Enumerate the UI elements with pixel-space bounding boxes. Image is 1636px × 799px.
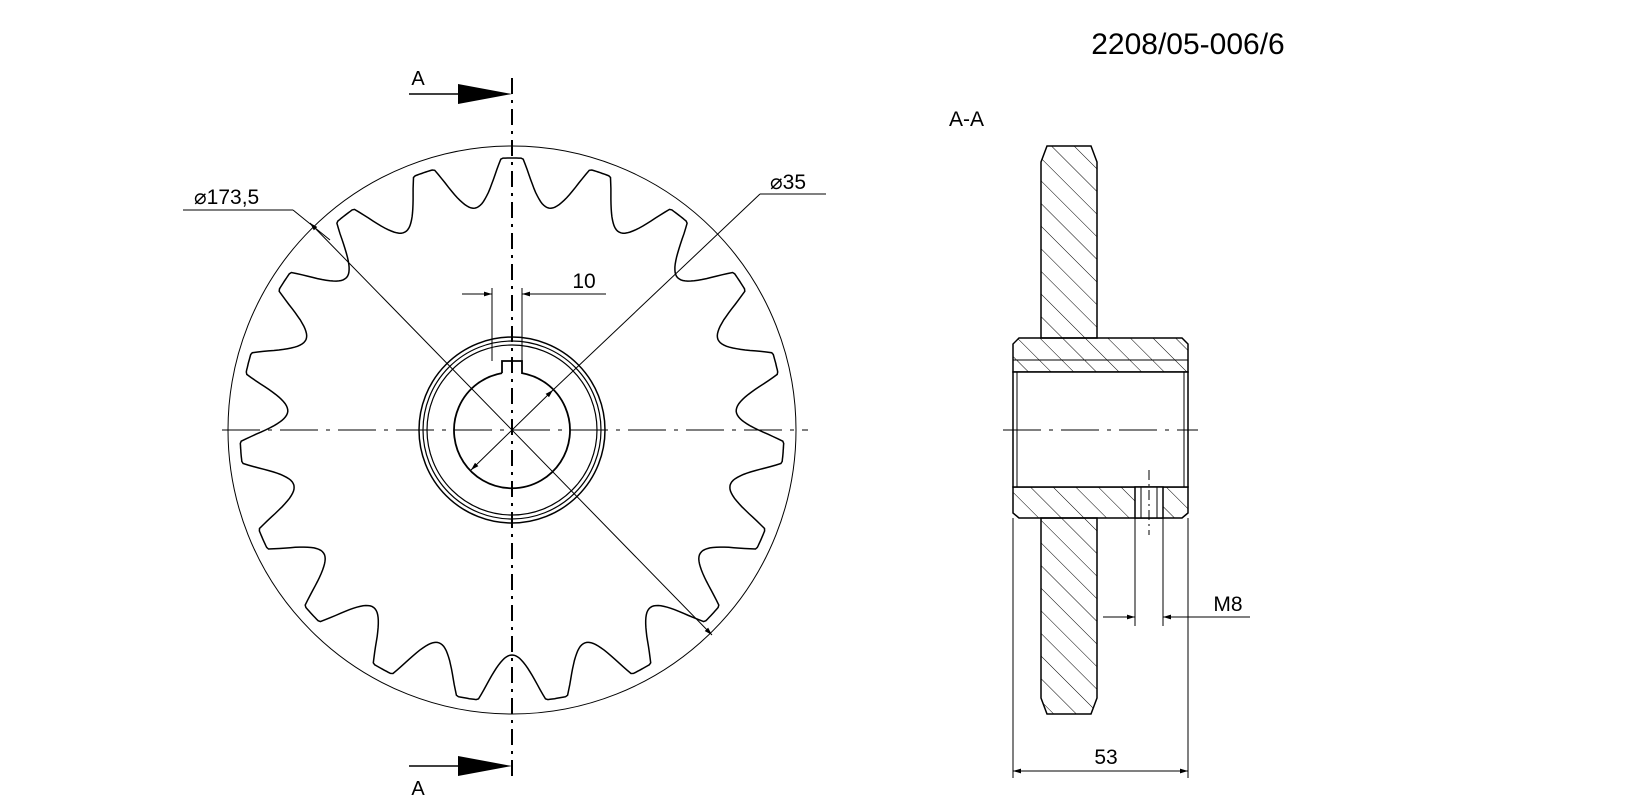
front-view: A A ⌀173,5 ⌀35 10 — [183, 68, 826, 799]
bore-diameter-leader — [552, 193, 761, 391]
cut-marker-top: A — [411, 68, 425, 90]
outer-diameter-value: 173,5 — [207, 186, 260, 209]
hub-length-label: 53 — [1094, 746, 1117, 769]
hub-wall-upper — [1012, 337, 1189, 373]
outer-diameter-label: ⌀173,5 — [194, 186, 259, 209]
plate-section-lower — [1040, 517, 1098, 715]
drawing-number: 2208/05-006/6 — [1091, 28, 1285, 61]
bore-diameter-dim-line — [470, 389, 554, 471]
bore-diameter-label: ⌀35 — [770, 171, 806, 194]
thread-label: M8 — [1213, 593, 1242, 616]
bore-diameter-value: 35 — [783, 171, 806, 194]
sprocket-outline — [239, 157, 785, 701]
section-label: A-A — [949, 108, 984, 131]
keyway-width-label: 10 — [572, 270, 595, 293]
bore-section — [1012, 371, 1189, 488]
section-arrow-top — [458, 84, 512, 104]
section-view: A-A M8 53 — [949, 108, 1250, 778]
diameter-symbol: ⌀ — [770, 171, 783, 194]
diameter-symbol: ⌀ — [194, 186, 207, 209]
cut-marker-bottom: A — [411, 778, 425, 799]
section-arrow-bottom — [458, 756, 512, 776]
outer-diameter-dim-line — [309, 222, 713, 636]
plate-section-upper — [1040, 145, 1098, 339]
